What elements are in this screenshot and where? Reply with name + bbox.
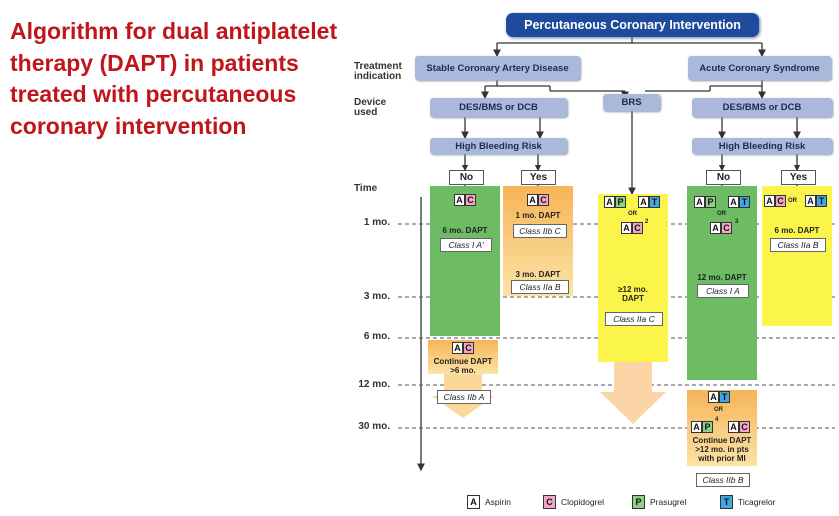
- answer-no-left: No: [449, 170, 484, 185]
- scad-yes-dapt2-text: 3 mo. DAPT: [515, 270, 561, 279]
- acs-no-ext-class: Class IIb B: [696, 473, 750, 487]
- or-text: OR: [788, 198, 797, 204]
- legend-label-ticagrelor: Ticagrelor: [738, 497, 776, 507]
- acs-no-dapt-bar: [687, 186, 757, 380]
- scad-yes-class1: Class IIb C: [513, 224, 567, 238]
- scad-yes-class2: Class IIa B: [511, 280, 569, 294]
- superscript-4: 4: [715, 417, 719, 423]
- drug-a: A: [710, 222, 721, 234]
- drug-a: A: [638, 196, 649, 208]
- superscript-2: 2: [645, 219, 649, 225]
- answer-yes-left: Yes: [521, 170, 556, 185]
- legend-label-prasugrel: Prasugrel: [650, 497, 687, 507]
- device-des-right: DES/BMS or DCB: [692, 98, 832, 117]
- drug-a: A: [452, 342, 463, 354]
- drug-c: C: [739, 421, 750, 433]
- scad-yes-dapt1-text: 1 mo. DAPT: [515, 211, 561, 220]
- drug-c: C: [538, 194, 549, 206]
- high-bleeding-risk-right: High Bleeding Risk: [692, 138, 832, 154]
- drug-c: C: [632, 222, 643, 234]
- time-label-6mo: 6 mo.: [363, 331, 390, 342]
- device-brs: BRS: [603, 94, 660, 111]
- indication-stable-cad: Stable Coronary Artery Disease: [415, 56, 580, 80]
- brs-dapt2-text: DAPT: [622, 294, 644, 303]
- scad-no-dapt-text: 6 mo. DAPT: [442, 226, 488, 235]
- time-label-1mo: 1 mo.: [363, 217, 390, 228]
- acs-no-ext-text2: >12 mo. in pts: [695, 445, 749, 454]
- brs-class: Class IIa C: [605, 312, 663, 326]
- pci-root-node: Percutaneous Coronary Intervention: [506, 13, 759, 37]
- slide-title: Algorithm for dual antiplatelet therapy …: [10, 18, 338, 139]
- acs-yes-dapt-bar: [762, 186, 832, 326]
- scad-no-ext-text1: Continue DAPT: [433, 357, 493, 366]
- superscript-3: 3: [735, 219, 739, 225]
- acs-no-class: Class I A: [697, 284, 749, 298]
- drug-t: T: [719, 391, 730, 403]
- acs-no-dapt-text: 12 mo. DAPT: [697, 273, 747, 282]
- acs-yes-dapt-text: 6 mo. DAPT: [774, 226, 820, 235]
- scad-no-ext-class: Class IIb A: [437, 390, 491, 404]
- drug-a: A: [691, 421, 702, 433]
- drug-c: C: [775, 195, 786, 207]
- or-text: OR: [717, 211, 726, 217]
- legend-swatch-clopidogrel: C: [543, 495, 556, 509]
- row-label-device-used: Device used: [354, 97, 387, 118]
- drug-c: C: [465, 194, 476, 206]
- drug-a: A: [621, 222, 632, 234]
- brs-arrow: [600, 362, 666, 424]
- drug-c: C: [721, 222, 732, 234]
- legend-swatch-aspirin: A: [467, 495, 480, 509]
- answer-yes-right: Yes: [781, 170, 816, 185]
- legend-swatch-prasugrel: P: [632, 495, 645, 509]
- drug-a: A: [728, 196, 739, 208]
- answer-no-right: No: [706, 170, 741, 185]
- drug-p: P: [705, 196, 716, 208]
- legend-swatch-ticagrelor: T: [720, 495, 733, 509]
- drug-p: P: [615, 196, 626, 208]
- drug-a: A: [805, 195, 816, 207]
- acs-no-ext-text3: with prior MI: [698, 454, 746, 463]
- or-text: OR: [714, 407, 723, 413]
- drug-t: T: [649, 196, 660, 208]
- drug-a: A: [708, 391, 719, 403]
- acs-no-ext-text1: Continue DAPT: [692, 436, 752, 445]
- device-des-left: DES/BMS or DCB: [430, 98, 567, 117]
- drug-c: C: [463, 342, 474, 354]
- brs-dapt-bar: [598, 194, 668, 362]
- brs-dapt1-text: ≥12 mo.: [618, 285, 648, 294]
- drug-a: A: [604, 196, 615, 208]
- high-bleeding-risk-left: High Bleeding Risk: [430, 138, 567, 154]
- drug-a: A: [728, 421, 739, 433]
- scad-no-dapt-bar: [430, 186, 500, 336]
- time-label-3mo: 3 mo.: [363, 291, 390, 302]
- scad-no-ext-text2: >6 mo.: [450, 366, 476, 375]
- time-label-30mo: 30 mo.: [358, 421, 390, 432]
- drug-a: A: [527, 194, 538, 206]
- drug-t: T: [739, 196, 750, 208]
- drug-a: A: [454, 194, 465, 206]
- acs-yes-class: Class IIa B: [770, 238, 826, 252]
- indication-acs: Acute Coronary Syndrome: [688, 56, 831, 80]
- row-label-time: Time: [354, 183, 378, 194]
- or-text: OR: [628, 211, 637, 217]
- legend-label-clopidogrel: Clopidogrel: [561, 497, 604, 507]
- drug-a: A: [694, 196, 705, 208]
- time-label-12mo: 12 mo.: [358, 379, 390, 390]
- drug-t: T: [816, 195, 827, 207]
- scad-no-class: Class I A': [440, 238, 492, 252]
- row-label-treatment-indication: Treatment indication: [354, 61, 402, 82]
- legend-label-aspirin: Aspirin: [485, 497, 511, 507]
- drug-p: P: [702, 421, 713, 433]
- drug-a: A: [764, 195, 775, 207]
